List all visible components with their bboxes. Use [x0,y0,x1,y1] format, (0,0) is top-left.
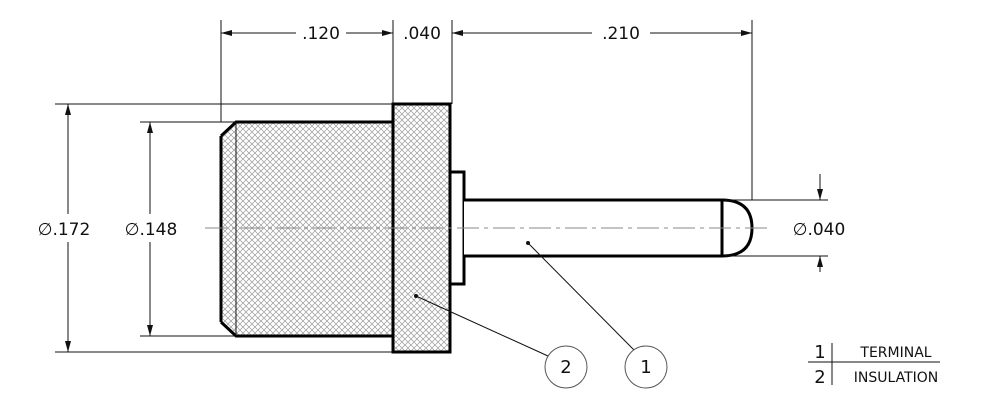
dim-210-label: .210 [602,24,640,44]
legend-row-2-number: 2 [814,367,825,388]
parts-legend: 1 TERMINAL 2 INSULATION [808,342,940,388]
dim-040-top-label: .040 [403,24,441,44]
balloon-1-label: 1 [640,357,651,378]
dim-dia-172-label: ∅.172 [38,220,91,240]
balloon-2: 2 [414,294,588,389]
dim-120-label: .120 [302,24,340,44]
legend-row-1-number: 1 [814,342,825,363]
dim-dia-040-label: ∅.040 [793,220,846,240]
pin-diameter-dimension [725,174,828,272]
balloon-1: 1 [526,241,668,389]
dim-dia-148-label: ∅.148 [125,220,178,240]
balloon-2-label: 2 [560,357,571,378]
top-dimensions [220,20,753,200]
legend-row-2-name: INSULATION [854,370,939,386]
left-dimensions [55,103,393,353]
legend-row-1-name: TERMINAL [859,345,931,361]
